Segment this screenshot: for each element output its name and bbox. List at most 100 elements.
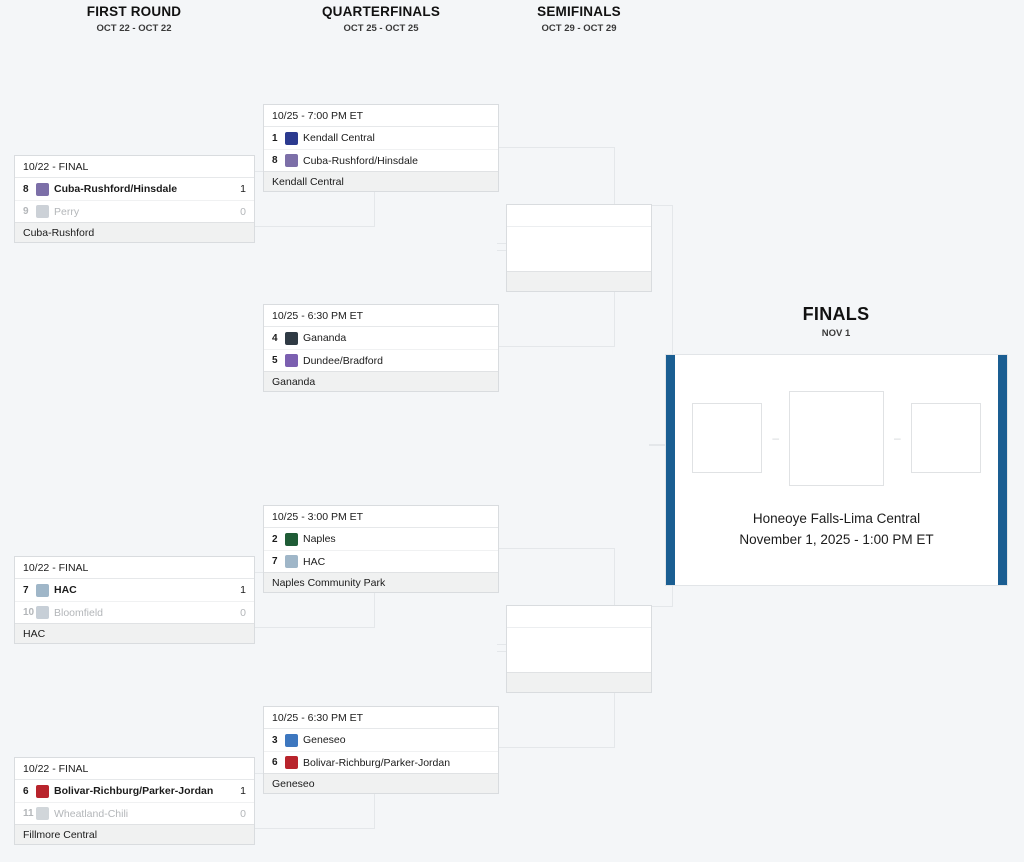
bracket-connector bbox=[649, 205, 673, 445]
game-status: 10/25 - 7:00 PM ET bbox=[264, 105, 498, 127]
finals-trophy-slot[interactable] bbox=[789, 390, 884, 486]
team-name: Gananda bbox=[303, 332, 347, 344]
team-name: HAC bbox=[303, 555, 326, 568]
team-seed: 3 bbox=[272, 734, 278, 746]
team-row[interactable]: 11 Wheatland-Chili 0 bbox=[15, 802, 254, 824]
game-venue: Naples Community Park bbox=[264, 572, 498, 592]
team-name: HAC bbox=[54, 584, 77, 596]
team-score: 1 bbox=[240, 785, 246, 797]
finals-matchup: – – bbox=[692, 390, 981, 486]
round-dates: OCT 29 - OCT 29 bbox=[541, 23, 617, 34]
game-card-first-round[interactable]: 10/22 - FINAL 6 Bolivar-Richburg/Parker-… bbox=[14, 757, 255, 845]
game-venue bbox=[507, 672, 651, 692]
team-row[interactable]: 9 Perry 0 bbox=[15, 200, 254, 222]
team-seed: 9 bbox=[23, 206, 29, 217]
team-row[interactable]: 4 Gananda bbox=[264, 327, 498, 349]
team-row[interactable]: 6 Bolivar-Richburg/Parker-Jordan 1 bbox=[15, 780, 254, 802]
game-card-quarterfinal[interactable]: 10/25 - 7:00 PM ET 1 Kendall Central 8 C… bbox=[263, 104, 499, 192]
team-name: Perry bbox=[54, 205, 80, 218]
team-name: Bolivar-Richburg/Parker-Jordan bbox=[54, 785, 214, 797]
team-logo-icon bbox=[36, 807, 49, 820]
game-status: 10/22 - FINAL bbox=[15, 758, 254, 780]
game-card-quarterfinal[interactable]: 10/25 - 6:30 PM ET 4 Gananda 5 Dundee/Br… bbox=[263, 304, 499, 392]
team-row[interactable]: 6 Bolivar-Richburg/Parker-Jordan bbox=[264, 751, 498, 773]
team-logo-icon bbox=[285, 532, 298, 546]
team-name: Cuba-Rushford/Hinsdale bbox=[303, 154, 418, 167]
team-logo-icon bbox=[285, 331, 298, 345]
team-list bbox=[507, 628, 651, 672]
team-seed: 7 bbox=[23, 584, 29, 596]
team-row[interactable]: 7 HAC bbox=[264, 550, 498, 572]
round-header-first-round: FIRST ROUND OCT 22 - OCT 22 bbox=[14, 4, 254, 36]
game-status: 10/25 - 3:00 PM ET bbox=[264, 506, 498, 528]
team-logo-icon bbox=[285, 154, 298, 167]
round-dates: OCT 22 - OCT 22 bbox=[96, 23, 172, 34]
team-name: Bolivar-Richburg/Parker-Jordan bbox=[303, 756, 451, 769]
team-row[interactable]: 8 Cuba-Rushford/Hinsdale 1 bbox=[15, 178, 254, 200]
finals-date: NOV 1 bbox=[821, 328, 851, 339]
team-score: 0 bbox=[240, 807, 246, 820]
team-row[interactable]: 1 Kendall Central bbox=[264, 127, 498, 149]
team-list: 1 Kendall Central 8 Cuba-Rushford/Hinsda… bbox=[264, 127, 498, 171]
team-row[interactable]: 10 Bloomfield 0 bbox=[15, 601, 254, 623]
game-card-first-round[interactable]: 10/22 - FINAL 7 HAC 1 10 Bloomfield 0 HA… bbox=[14, 556, 255, 644]
team-logo-icon bbox=[285, 555, 298, 568]
team-logo-icon bbox=[36, 205, 49, 218]
team-score: 0 bbox=[240, 205, 246, 218]
finals-team-slot-right[interactable] bbox=[910, 403, 981, 473]
finals-panel[interactable]: – – Honeoye Falls-Lima Central November … bbox=[665, 354, 1008, 586]
game-card-semifinal[interactable] bbox=[506, 204, 652, 292]
team-row[interactable]: 8 Cuba-Rushford/Hinsdale bbox=[264, 149, 498, 171]
game-venue: Geneseo bbox=[264, 773, 498, 793]
team-list: 7 HAC 1 10 Bloomfield 0 bbox=[15, 579, 254, 623]
team-seed: 6 bbox=[23, 785, 29, 797]
team-row[interactable]: 7 HAC 1 bbox=[15, 579, 254, 601]
team-list: 2 Naples 7 HAC bbox=[264, 528, 498, 572]
team-seed: 11 bbox=[23, 808, 34, 819]
team-seed: 2 bbox=[272, 533, 278, 545]
team-logo-icon bbox=[36, 784, 49, 798]
finals-header: FINALS NOV 1 bbox=[666, 303, 1006, 341]
team-score: 1 bbox=[240, 183, 246, 195]
team-logo-icon bbox=[285, 354, 298, 367]
team-name: Cuba-Rushford/Hinsdale bbox=[54, 183, 178, 195]
game-status: 10/22 - FINAL bbox=[15, 557, 254, 579]
team-logo-icon bbox=[285, 131, 298, 145]
team-name: Kendall Central bbox=[303, 132, 375, 144]
game-card-quarterfinal[interactable]: 10/25 - 3:00 PM ET 2 Naples 7 HAC Naples… bbox=[263, 505, 499, 593]
team-seed: 5 bbox=[272, 355, 278, 366]
team-list: 3 Geneseo 6 Bolivar-Richburg/Parker-Jord… bbox=[264, 729, 498, 773]
round-title: FIRST ROUND bbox=[86, 4, 182, 19]
game-venue bbox=[507, 271, 651, 291]
game-card-first-round[interactable]: 10/22 - FINAL 8 Cuba-Rushford/Hinsdale 1… bbox=[14, 155, 255, 243]
game-status bbox=[507, 205, 651, 227]
finals-title: FINALS bbox=[802, 304, 870, 324]
game-status: 10/25 - 6:30 PM ET bbox=[264, 305, 498, 327]
team-list: 4 Gananda 5 Dundee/Bradford bbox=[264, 327, 498, 371]
team-seed: 1 bbox=[272, 132, 278, 144]
game-card-quarterfinal[interactable]: 10/25 - 6:30 PM ET 3 Geneseo 6 Bolivar-R… bbox=[263, 706, 499, 794]
team-name: Naples bbox=[303, 533, 336, 545]
finals-team-slot-left[interactable] bbox=[692, 403, 763, 473]
game-venue: Fillmore Central bbox=[15, 824, 254, 844]
team-score: 0 bbox=[240, 606, 246, 619]
team-row[interactable]: 2 Naples bbox=[264, 528, 498, 550]
finals-dash-left: – bbox=[772, 431, 779, 445]
game-venue: Cuba-Rushford bbox=[15, 222, 254, 242]
game-status: 10/25 - 6:30 PM ET bbox=[264, 707, 498, 729]
team-row[interactable]: 3 Geneseo bbox=[264, 729, 498, 751]
team-seed: 8 bbox=[23, 183, 29, 195]
team-list: 8 Cuba-Rushford/Hinsdale 1 9 Perry 0 bbox=[15, 178, 254, 222]
team-name: Wheatland-Chili bbox=[54, 807, 129, 820]
round-title: QUARTERFINALS bbox=[321, 4, 441, 19]
game-venue: HAC bbox=[15, 623, 254, 643]
finals-datetime: November 1, 2025 - 1:00 PM ET bbox=[739, 531, 934, 547]
game-card-semifinal[interactable] bbox=[506, 605, 652, 693]
team-seed: 4 bbox=[272, 332, 278, 344]
team-name: Bloomfield bbox=[54, 606, 104, 619]
team-list: 6 Bolivar-Richburg/Parker-Jordan 1 11 Wh… bbox=[15, 780, 254, 824]
finals-accent-left bbox=[666, 355, 675, 585]
team-row[interactable]: 5 Dundee/Bradford bbox=[264, 349, 498, 371]
round-header-quarterfinals: QUARTERFINALS OCT 25 - OCT 25 bbox=[261, 4, 501, 36]
team-score: 1 bbox=[240, 584, 246, 596]
